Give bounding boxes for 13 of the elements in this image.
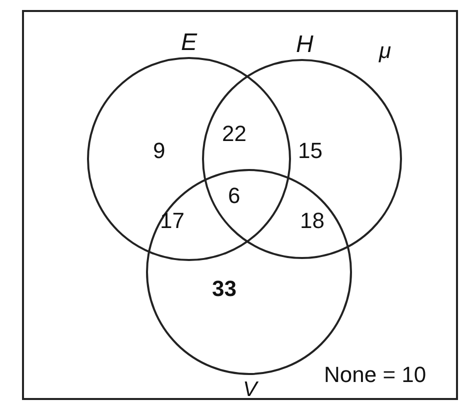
set-label: H: [296, 33, 314, 57]
set-label: E: [181, 31, 198, 55]
region-count: 18: [300, 210, 324, 232]
region-count: 9: [153, 140, 166, 162]
set-label: V: [243, 379, 258, 400]
universal-set-box: [22, 10, 458, 400]
region-count: 22: [222, 123, 246, 145]
region-count: 33: [212, 278, 236, 300]
universal-set-label: μ: [379, 40, 392, 62]
region-count: 6: [228, 185, 240, 207]
none-count-label: None = 10: [324, 364, 426, 386]
region-count: 15: [298, 140, 322, 162]
region-count: 17: [160, 210, 184, 232]
